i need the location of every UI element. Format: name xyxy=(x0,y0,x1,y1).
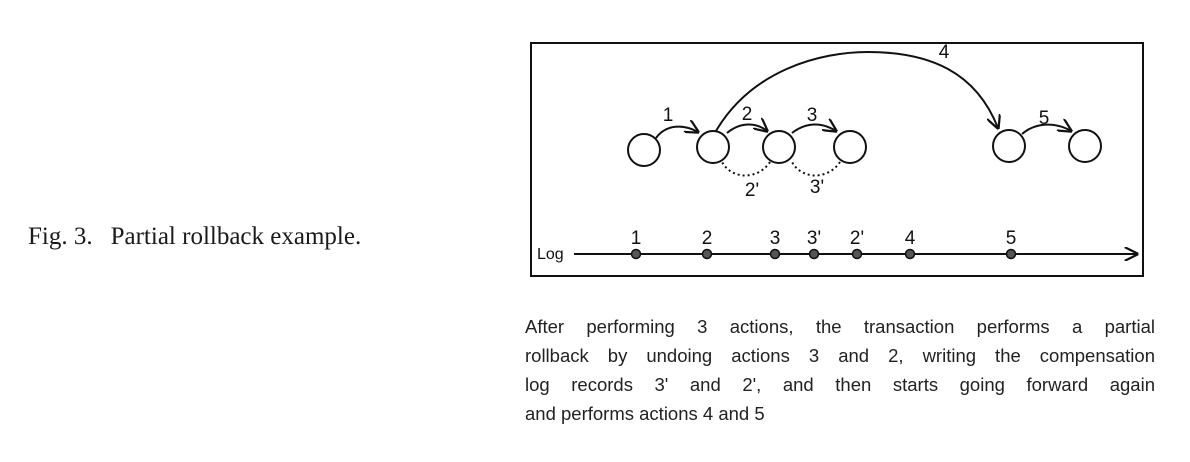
log-record-label: 5 xyxy=(1006,228,1017,249)
diagram-frame xyxy=(530,42,1144,277)
action-arrow-3 xyxy=(791,124,836,134)
figure-caption: After performing 3 actions, the transact… xyxy=(525,312,1155,428)
log-record-label: 4 xyxy=(905,228,916,249)
log-record-label: 1 xyxy=(631,228,642,249)
compensation-label-3prime: 3' xyxy=(810,177,824,198)
action-arrow-1 xyxy=(655,127,698,139)
log-record-label: 3' xyxy=(807,228,821,249)
log-record-dot xyxy=(630,248,642,260)
figure-number: Fig. 3. xyxy=(28,223,93,250)
compensation-arc-3prime xyxy=(791,161,841,177)
log-record-dot xyxy=(808,248,820,260)
caption-line-1: After performing 3 actions, the transact… xyxy=(525,316,1155,337)
action-label-1: 1 xyxy=(663,105,674,126)
state-node-1 xyxy=(696,130,730,164)
action-label-4: 4 xyxy=(939,42,950,63)
state-node-4 xyxy=(992,129,1026,163)
log-record-label: 3 xyxy=(770,228,781,249)
state-node-5 xyxy=(1068,129,1102,163)
state-node-0 xyxy=(627,133,661,167)
log-record-label: 2 xyxy=(702,228,713,249)
action-arrow-5 xyxy=(1021,125,1071,135)
figure-title: Partial rollback example. xyxy=(110,223,362,250)
caption-line-4: and performs actions 4 and 5 xyxy=(525,403,765,424)
log-record-dot xyxy=(701,248,713,260)
log-record-dot xyxy=(851,248,863,260)
log-record-dot xyxy=(1005,248,1017,260)
action-label-3: 3 xyxy=(807,105,818,126)
figure-label: Fig. 3. Partial rollback example. xyxy=(28,223,361,251)
action-arrow-4 xyxy=(715,50,998,131)
log-records: 1 2 3 3' 2' 4 5 xyxy=(630,228,1017,260)
caption-line-2: rollback by undoing actions 3 and 2, wri… xyxy=(525,345,1155,366)
state-node-2 xyxy=(762,130,796,164)
caption-line-3: log records 3' and 2', and then starts g… xyxy=(525,374,1155,395)
action-arrow-2 xyxy=(726,124,767,134)
action-label-2: 2 xyxy=(742,104,753,125)
log-record-dot xyxy=(769,248,781,260)
compensation-arc-2prime xyxy=(721,161,771,177)
log-record-dot xyxy=(904,248,916,260)
partial-rollback-diagram: 1 2 3 4 5 2' 3' Log 1 2 3 3' 2' 4 5 xyxy=(530,42,1144,277)
action-label-5: 5 xyxy=(1039,108,1050,129)
state-node-3 xyxy=(833,130,867,164)
log-label: Log xyxy=(537,246,564,263)
log-record-label: 2' xyxy=(850,228,864,249)
compensation-label-2prime: 2' xyxy=(745,180,759,201)
